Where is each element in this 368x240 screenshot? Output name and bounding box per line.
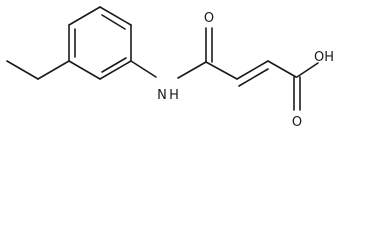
amide-linkage [130, 27, 213, 79]
acid-oxygen-label: O [292, 115, 302, 130]
ethyl-group [6, 60, 70, 80]
nitrogen-label: N [157, 88, 167, 103]
benzene-ring [68, 6, 132, 80]
alkene-bond [205, 60, 269, 87]
hydrogen-label: H [169, 88, 179, 103]
carboxylic-acid-group [267, 60, 319, 111]
carbonyl-oxygen-label: O [204, 11, 214, 26]
hydroxyl-label: OH [314, 50, 334, 65]
chemical-structure: N H O OH O [6, 6, 334, 130]
